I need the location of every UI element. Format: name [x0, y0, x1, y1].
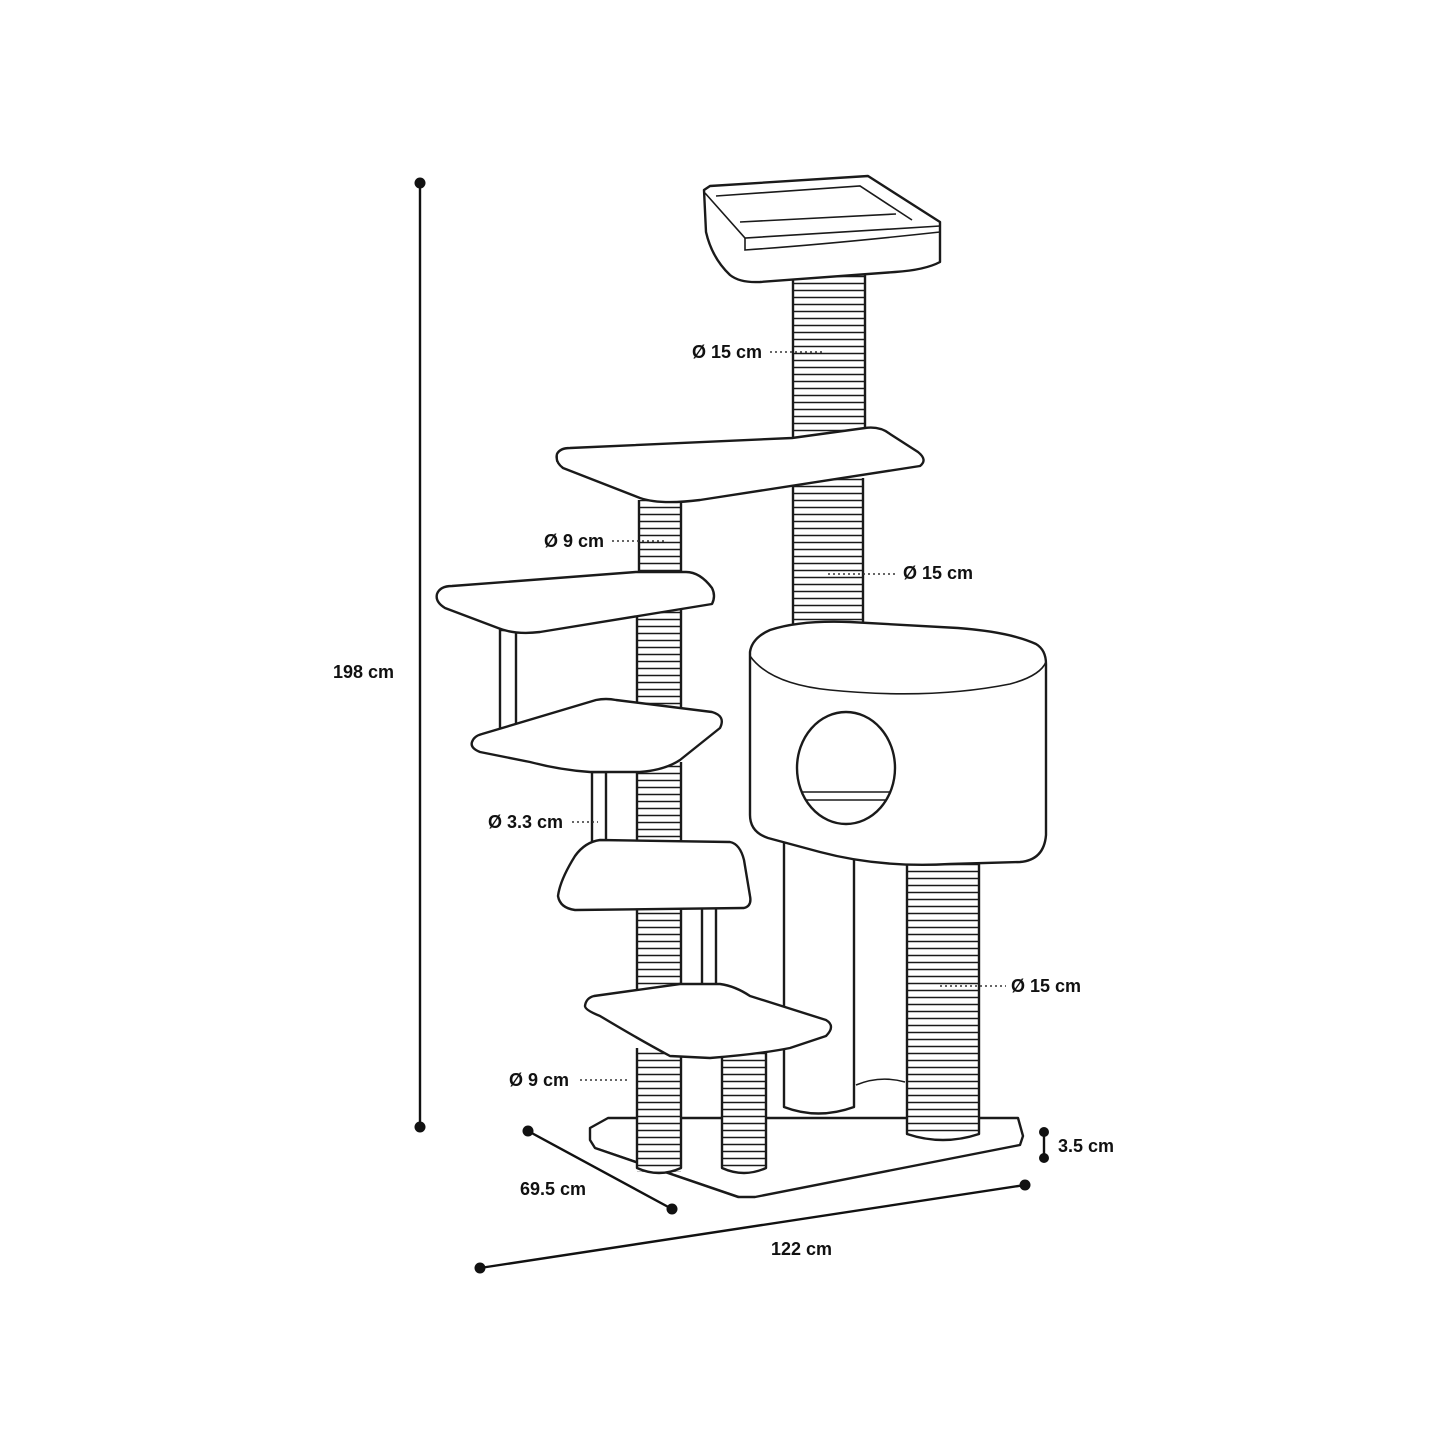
shelf-4	[556, 838, 752, 912]
top-sisal-post	[791, 272, 867, 453]
upper-shelf	[555, 426, 925, 504]
width-dimension	[474, 1179, 1031, 1274]
top-bed	[702, 174, 942, 284]
depth-label: 69.5 cm	[520, 1179, 587, 1199]
thin-support-diameter-label: Ø 3.3 cm	[488, 812, 564, 832]
smooth-support-post	[782, 833, 856, 1115]
base-thickness-label: 3.5 cm	[1058, 1136, 1115, 1156]
dimension-leaders	[572, 351, 1006, 1081]
bottom-front-sisal-post	[720, 1052, 768, 1175]
height-dimension	[414, 177, 426, 1133]
lower-right-sisal-post	[905, 858, 981, 1142]
bottom-left-post-diameter-label: Ø 9 cm	[509, 1070, 570, 1090]
height-label: 198 cm	[333, 662, 395, 682]
middle-post-diameter-label: Ø 15 cm	[903, 563, 974, 583]
width-label: 122 cm	[771, 1239, 833, 1259]
shelf-3	[470, 697, 723, 774]
top-post-diameter-label: Ø 15 cm	[692, 342, 763, 362]
upper-left-post-diameter-label: Ø 9 cm	[544, 531, 605, 551]
base-thickness-dimension	[1039, 1127, 1049, 1163]
shelf-5	[583, 982, 833, 1060]
condo-entrance	[795, 710, 897, 826]
condo-house	[748, 620, 1048, 866]
lower-right-post-diameter-label: Ø 15 cm	[1011, 976, 1082, 996]
thin-support-rods	[498, 628, 718, 1044]
depth-dimension	[522, 1125, 678, 1215]
shelf-2	[435, 570, 716, 635]
